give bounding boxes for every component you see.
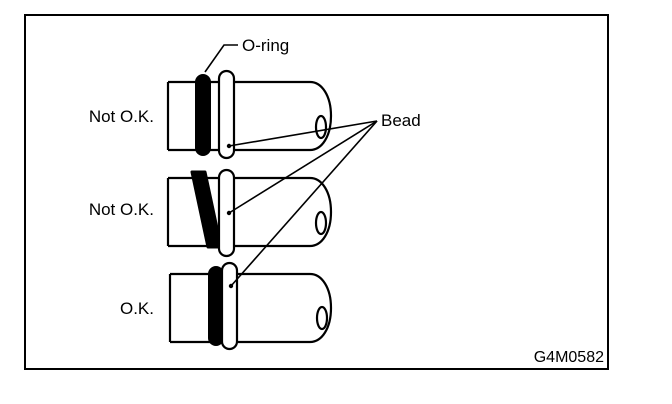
figure-border bbox=[24, 14, 609, 370]
pipe-not-ok-1 bbox=[166, 69, 333, 160]
bead-leader-line-3 bbox=[230, 120, 378, 287]
bead-shape bbox=[217, 168, 236, 258]
pipe-ok bbox=[168, 261, 333, 351]
o-ring-label: O-ring bbox=[242, 36, 289, 55]
row-label-ok: O.K. bbox=[120, 299, 154, 318]
bead-shape bbox=[220, 261, 239, 351]
pipe-body bbox=[168, 176, 333, 248]
bead-leader-line-1 bbox=[228, 120, 378, 147]
pipe-opening bbox=[314, 114, 328, 140]
figure-code: G4M0582 bbox=[534, 349, 604, 366]
pipe-body bbox=[170, 272, 333, 344]
bead-label: Bead bbox=[381, 111, 421, 130]
bead-leader-line-2 bbox=[228, 120, 378, 214]
pipe-opening bbox=[315, 305, 329, 331]
row-label-not-ok-2: Not O.K. bbox=[89, 200, 154, 219]
bead-shape bbox=[217, 69, 236, 160]
row-label-not-ok-1: Not O.K. bbox=[89, 107, 154, 126]
o-ring-shape bbox=[195, 74, 211, 156]
o-ring-leader-line bbox=[204, 44, 238, 73]
pipe-opening bbox=[314, 210, 328, 236]
pipe-body bbox=[168, 80, 333, 152]
pipe-not-ok-2 bbox=[166, 168, 333, 258]
o-ring-shape bbox=[208, 266, 224, 346]
